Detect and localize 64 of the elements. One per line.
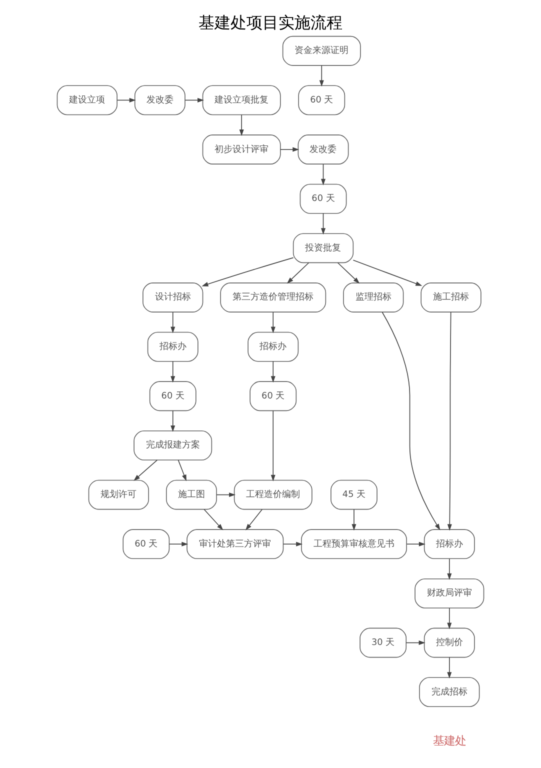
node-box: 60 天 [250, 381, 297, 412]
node-box: 建设立项 [56, 85, 118, 116]
arrow [337, 262, 360, 284]
node-box: 发改委 [134, 85, 186, 116]
node-box: 第三方造价管理招标 [220, 282, 326, 312]
arrow [270, 312, 276, 334]
arrow [283, 542, 303, 546]
node-box: 60 天 [122, 529, 170, 560]
arrow [447, 656, 452, 679]
arrow [178, 460, 186, 482]
arrow [320, 164, 326, 186]
node-box: 控制价 [424, 628, 475, 658]
node-box: 施工招标 [420, 282, 482, 312]
arrow [447, 312, 452, 531]
arrow [270, 361, 276, 383]
node-box: 监理招标 [343, 282, 404, 312]
node-box: 招标办 [248, 332, 299, 362]
arrow [204, 508, 224, 530]
node-box: 30 天 [360, 628, 407, 658]
node-box: 工程造价编制 [234, 480, 312, 510]
node-box: 施工图 [166, 480, 217, 510]
node-box: 60 天 [298, 85, 346, 116]
arrow [116, 98, 136, 102]
arrow [134, 460, 158, 481]
arrow [245, 508, 263, 530]
node-box: 工程预算审核意见书 [301, 529, 407, 560]
arrow [184, 98, 204, 102]
node-box: 招标办 [424, 529, 475, 560]
node-box: 招标办 [147, 332, 198, 362]
node-box: 财政局评审 [414, 578, 484, 608]
arrow [382, 312, 440, 530]
node-box: 审计处第三方评审 [186, 529, 284, 560]
node-box: 资金来源证明 [282, 36, 361, 66]
node-box: 完成报建方案 [134, 430, 212, 460]
node-box: 45 天 [330, 480, 378, 510]
arrow [447, 558, 452, 580]
arrow [320, 213, 326, 235]
arrow [406, 640, 426, 646]
node-box: 完成招标 [419, 677, 480, 708]
label: 基建处 [432, 733, 466, 748]
arrow [170, 361, 176, 383]
node-box: 发改委 [298, 134, 349, 164]
node-box: 60 天 [300, 184, 347, 214]
arrow [170, 312, 176, 334]
arrow [352, 260, 422, 286]
arrow [447, 608, 452, 630]
arrow [280, 147, 300, 152]
node-box: 设计招标 [142, 282, 204, 312]
arrow [169, 542, 188, 546]
arrow [270, 410, 276, 482]
diagram-title: 基建处项目实施流程 [198, 13, 342, 32]
arrow [319, 65, 324, 87]
arrow [202, 257, 294, 286]
node-box: 投资批复 [292, 233, 354, 264]
node-box: 建设立项批复 [202, 85, 281, 116]
arrow [406, 542, 426, 546]
node-box: 60 天 [149, 381, 196, 412]
arrow [216, 492, 236, 498]
arrow [286, 262, 310, 284]
arrow [352, 508, 356, 531]
arrow [239, 114, 244, 136]
arrow [170, 410, 176, 432]
node-box: 规划许可 [88, 480, 149, 510]
node-box: 初步设计评审 [202, 134, 281, 164]
